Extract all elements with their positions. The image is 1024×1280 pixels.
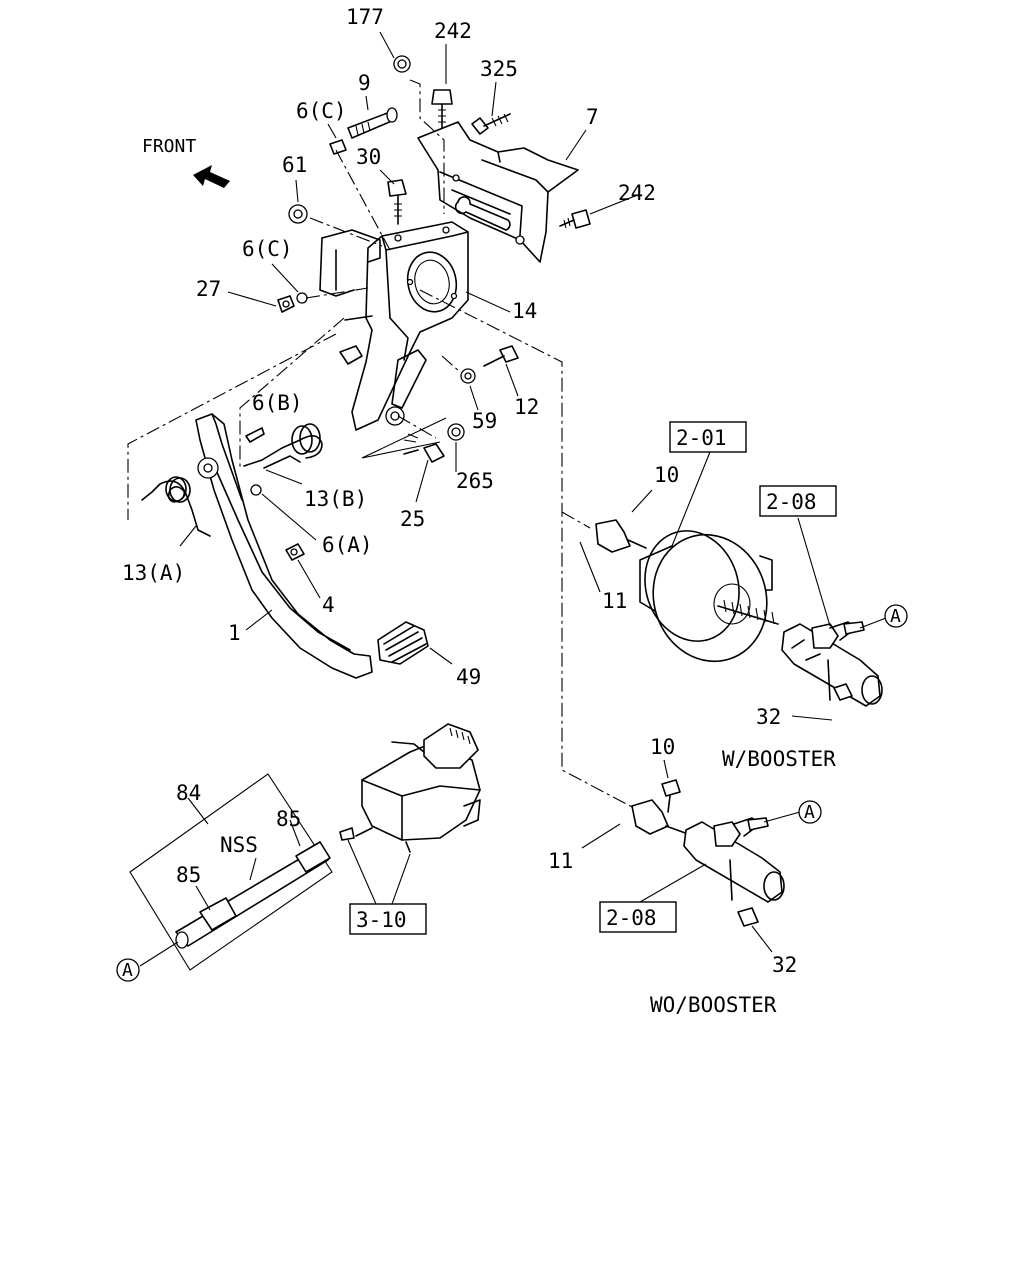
callout-85-right: 85	[276, 807, 301, 831]
callout-12: 12	[514, 395, 539, 419]
callout-9: 9	[358, 71, 371, 95]
clutch-booster-2-01	[595, 519, 779, 663]
hose-assembly-84	[129, 773, 333, 971]
callout-242-right: 242	[618, 181, 656, 205]
callout-6a: 6(A)	[322, 533, 373, 557]
callout-11-top: 11	[602, 589, 627, 613]
assist-spring-13b	[243, 423, 323, 469]
callout-14: 14	[512, 299, 537, 323]
hose-kit-frame	[129, 773, 333, 971]
callout-2-01-box	[669, 421, 747, 453]
return-spring-13a	[141, 476, 211, 537]
connector-a-top-marker	[884, 604, 908, 628]
callout-49: 49	[456, 665, 481, 689]
callout-30: 30	[356, 145, 381, 169]
assembly-centerlines	[127, 79, 635, 809]
upper-bracket-7	[417, 121, 579, 263]
clutch-pedal-arm-1	[195, 413, 429, 679]
callout-2-08-bottom-box	[599, 901, 677, 933]
callout-6c-top: 6(C)	[296, 99, 347, 123]
part-number-labels: 177 242 325 9 6(C) 7 30 61 242 6(C) 27 1…	[116, 5, 908, 1017]
callout-2-01: 2-01	[676, 426, 727, 450]
callout-85-left: 85	[176, 863, 201, 887]
reservoir-tank	[339, 723, 481, 853]
callout-6b: 6(B)	[252, 391, 303, 415]
callout-10-top: 10	[654, 463, 679, 487]
callout-177: 177	[346, 5, 384, 29]
callout-a-hose: A	[122, 960, 133, 981]
callout-25: 25	[400, 507, 425, 531]
callout-59: 59	[472, 409, 497, 433]
callout-2-08-bottom: 2-08	[606, 906, 657, 930]
callout-4: 4	[322, 593, 335, 617]
callout-32-top: 32	[756, 705, 781, 729]
small-hardware	[245, 55, 591, 561]
pedal-bracket-14	[319, 221, 469, 431]
callout-13a: 13(A)	[122, 561, 185, 585]
callout-3-10: 3-10	[356, 908, 407, 932]
variant-with-booster: W/BOOSTER	[722, 747, 836, 771]
variant-without-booster: WO/BOOSTER	[650, 993, 777, 1017]
callout-11-bottom: 11	[548, 849, 573, 873]
master-cylinder-2-08-with-booster	[781, 621, 883, 707]
callout-nss: NSS	[220, 833, 258, 857]
callout-84: 84	[176, 781, 201, 805]
callout-325: 325	[480, 57, 518, 81]
master-cylinder-2-08-without-booster	[631, 779, 785, 927]
callout-1: 1	[228, 621, 241, 645]
callout-a-top: A	[890, 606, 901, 627]
callout-61: 61	[282, 153, 307, 177]
callout-13b: 13(B)	[304, 487, 367, 511]
callout-2-08-top-box	[759, 485, 837, 517]
callout-3-10-box	[349, 903, 427, 935]
callout-10-bottom: 10	[650, 735, 675, 759]
front-arrow-icon	[193, 165, 230, 188]
connector-a-bottom-marker	[798, 800, 822, 824]
callout-7: 7	[586, 105, 599, 129]
callout-32-bottom: 32	[772, 953, 797, 977]
front-label: FRONT	[142, 136, 196, 157]
callout-27: 27	[196, 277, 221, 301]
callout-2-08-top: 2-08	[766, 490, 817, 514]
connector-a-hose-marker	[116, 958, 140, 982]
callout-265: 265	[456, 469, 494, 493]
callout-a-bottom: A	[804, 802, 815, 823]
callout-242-top: 242	[434, 19, 472, 43]
leader-lines	[139, 31, 887, 967]
front-direction-indicator: FRONT	[142, 136, 230, 188]
callout-6c-mid: 6(C)	[242, 237, 293, 261]
